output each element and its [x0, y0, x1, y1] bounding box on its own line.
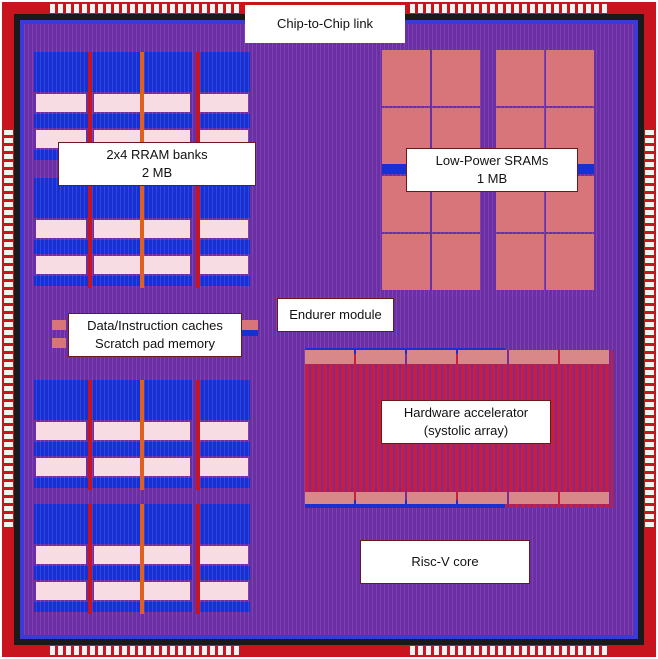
cache-line-2: Scratch pad memory — [95, 336, 215, 351]
riscv-core-text: Risc-V core — [411, 554, 479, 569]
sram-label: Low-Power SRAMs 1 MB — [406, 148, 578, 192]
pads-left — [4, 130, 13, 527]
rram-banks-title: 2x4 RRAM banks — [106, 147, 208, 162]
sram-macros — [382, 50, 594, 290]
chip-to-chip-link-label: Chip-to-Chip link — [245, 5, 405, 43]
chip-to-chip-link-text: Chip-to-Chip link — [276, 16, 374, 31]
rram-banks-label: 2x4 RRAM banks 2 MB — [58, 142, 256, 186]
accelerator-line-1: Hardware accelerator — [403, 405, 529, 420]
pads-bottom — [50, 646, 607, 655]
rram-banks-size: 2 MB — [141, 165, 173, 180]
accelerator-line-2: (systolic array) — [423, 423, 509, 438]
endurer-module-label: Endurer module — [277, 298, 394, 332]
riscv-core-label: Risc-V core — [360, 540, 530, 584]
sram-title: Low-Power SRAMs — [435, 153, 549, 168]
pads-right — [645, 130, 654, 527]
endurer-module-text: Endurer module — [289, 307, 382, 322]
cache-macros — [52, 320, 258, 348]
cache-label: Data/Instruction caches Scratch pad memo… — [68, 313, 242, 357]
sram-size: 1 MB — [476, 171, 508, 186]
cache-line-1: Data/Instruction caches — [87, 318, 223, 333]
pads-top — [50, 4, 607, 13]
accelerator-label: Hardware accelerator (systolic array) — [381, 400, 551, 444]
